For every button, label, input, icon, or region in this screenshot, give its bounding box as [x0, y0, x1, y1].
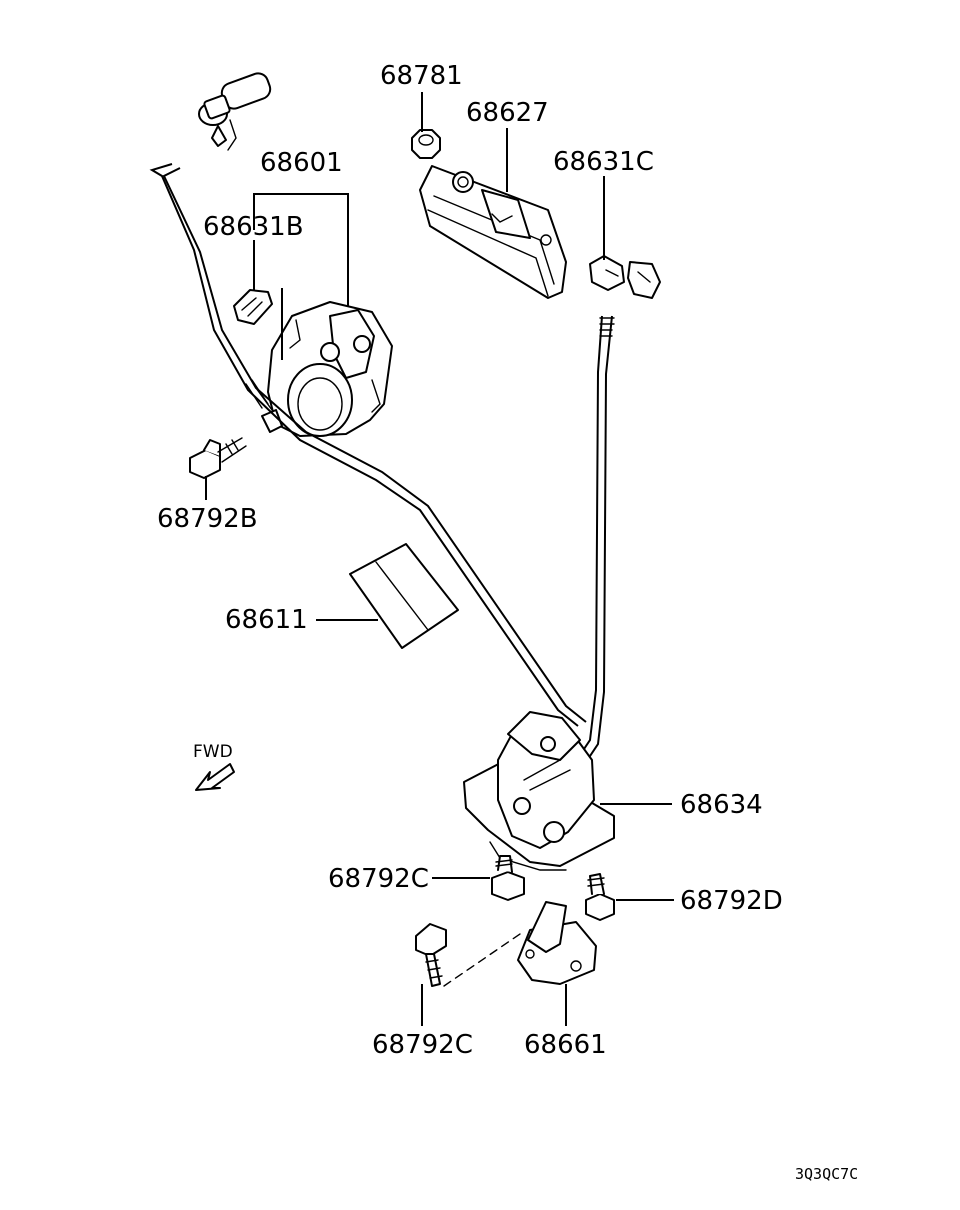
label-68792B: 68792B — [157, 504, 258, 534]
label-68611: 68611 — [225, 605, 308, 635]
protector-part — [349, 543, 459, 649]
bolt-c-lower-part — [415, 923, 447, 987]
label-68781: 68781 — [380, 61, 463, 91]
clip-c-part — [589, 255, 661, 299]
outside-handle-part — [419, 165, 567, 299]
label-68792D: 68792D — [680, 886, 783, 916]
label-68601: 68601 — [260, 148, 343, 178]
label-68631C: 68631C — [553, 147, 654, 177]
fwd-label: FWD — [193, 742, 233, 762]
clip-b-part — [233, 289, 273, 325]
label-68661: 68661 — [524, 1030, 607, 1060]
nut-part — [411, 129, 441, 159]
inside-handle-part — [261, 301, 393, 437]
leader-lines — [205, 92, 674, 1026]
latch-part — [463, 711, 615, 871]
diagram-code: 3Q3QC7C — [795, 1165, 858, 1183]
label-68631B: 68631B — [203, 212, 304, 242]
bolt-c-upper-part — [491, 855, 525, 901]
bolt-d-part — [585, 873, 615, 921]
cable-part — [569, 315, 615, 775]
alignment-line — [443, 933, 521, 987]
lock-cylinder-part — [198, 72, 272, 151]
control-rod-part — [149, 163, 587, 727]
fwd-arrow-icon — [195, 763, 235, 791]
label-68792C-lower: 68792C — [372, 1030, 473, 1060]
label-68634: 68634 — [680, 790, 763, 820]
striker-part — [517, 901, 597, 985]
bolt-b-part — [189, 437, 247, 479]
label-68792C-upper: 68792C — [328, 864, 429, 894]
label-68627: 68627 — [466, 98, 549, 128]
